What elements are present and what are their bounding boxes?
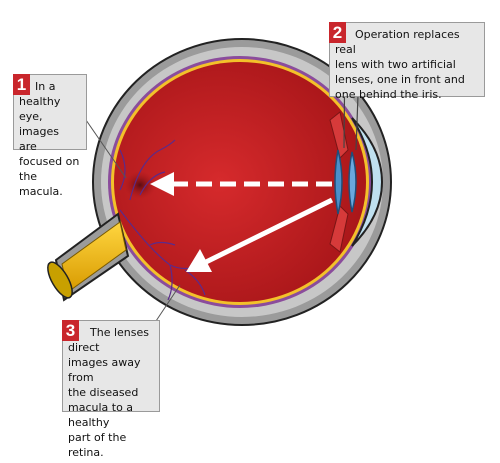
callout-1-pointer: [85, 119, 127, 179]
artificial-lens-back: [334, 149, 343, 215]
redirect-arrow: [186, 197, 334, 272]
callout-1: 1 In a healthy eye, images are focused o…: [13, 74, 87, 198]
callout-2-number: 2: [329, 22, 346, 43]
vitreous-body: [114, 62, 366, 302]
callout-3: 3 The lenses direct images away from the…: [62, 320, 160, 459]
callout-3-text: The lenses direct images away from the d…: [68, 326, 149, 459]
focus-arrow-dashed: [150, 172, 332, 196]
cornea: [351, 117, 384, 247]
eye-cross-section-diagram: [47, 38, 392, 331]
callout-2-text: Operation replaces real lens with two ar…: [335, 28, 465, 101]
callout-3-number: 3: [62, 320, 79, 341]
callout-1-text: In a healthy eye, images are focused on …: [19, 80, 80, 198]
artificial-lens-front: [348, 151, 357, 213]
callout-2: 2 Operation replaces real lens with two …: [329, 22, 485, 101]
optic-nerve: [47, 212, 130, 302]
callout-1-number: 1: [13, 74, 30, 95]
